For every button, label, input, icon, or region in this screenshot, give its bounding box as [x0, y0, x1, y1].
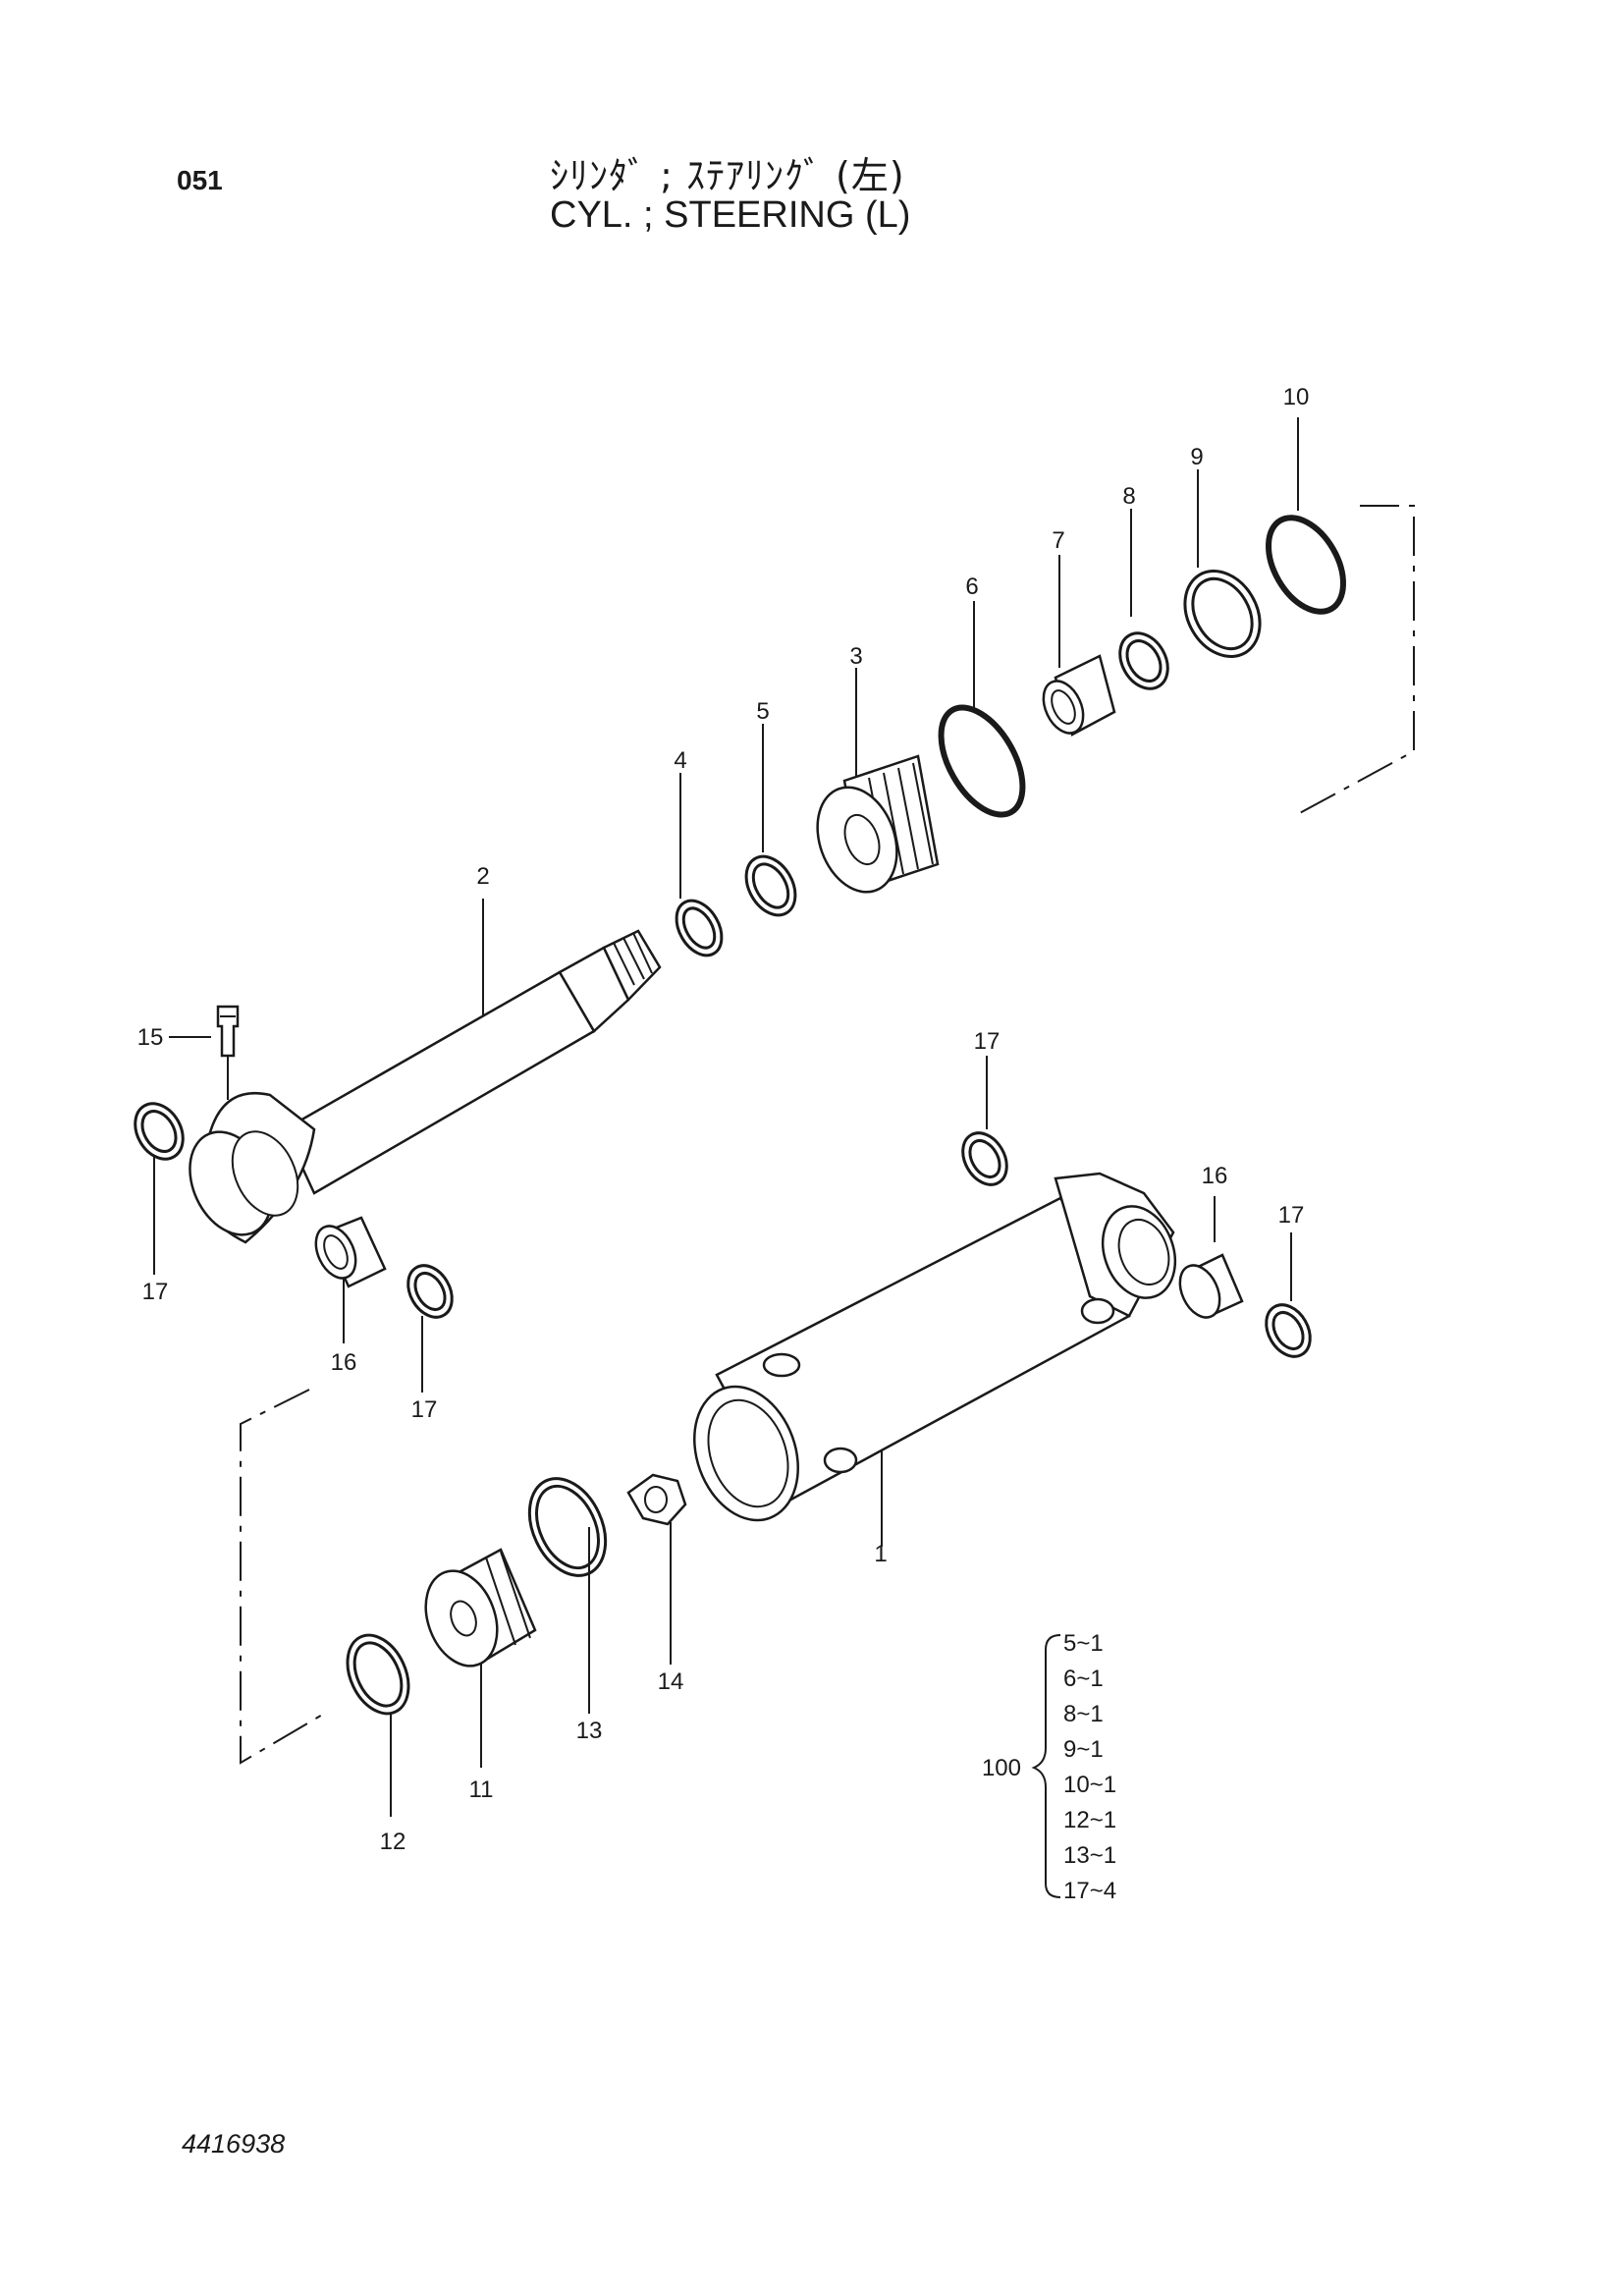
callout-10: 10 — [1283, 384, 1310, 410]
callout-17-lower-left: 17 — [411, 1396, 438, 1423]
part-5-ring — [744, 724, 797, 917]
part-16-bushing-right — [1178, 1196, 1244, 1319]
part-12-ring — [346, 1633, 410, 1817]
part-8-ring — [1118, 509, 1169, 690]
kit-item: 6~1 — [1063, 1666, 1104, 1692]
callout-9: 9 — [1190, 444, 1203, 470]
part-2-piston-rod — [189, 899, 662, 1244]
part-9-ring — [1183, 469, 1262, 659]
part-3-gland — [816, 668, 940, 894]
part-7-bushing — [1042, 555, 1116, 737]
part-17-ring-left — [134, 1102, 185, 1275]
kit-item: 12~1 — [1063, 1807, 1116, 1833]
callout-14: 14 — [658, 1668, 684, 1695]
kit-brace — [1031, 1634, 1061, 1898]
kit-number: 100 — [982, 1755, 1021, 1781]
part-6-o-ring — [938, 601, 1026, 818]
callout-2: 2 — [476, 863, 489, 890]
part-17-ring-lower-left — [406, 1264, 454, 1393]
callout-labels: 1 2 3 4 5 6 7 8 9 10 11 12 13 14 15 16 1… — [137, 384, 1310, 1855]
callout-11: 11 — [469, 1777, 494, 1803]
part-4-ring — [675, 773, 724, 957]
assembly-bracket-upper — [1295, 505, 1415, 816]
title-english: CYL. ; STEERING (L) — [550, 194, 911, 236]
callout-15: 15 — [137, 1024, 164, 1051]
callout-17-center: 17 — [974, 1028, 1001, 1055]
part-13-ring — [527, 1477, 608, 1714]
callout-8: 8 — [1122, 483, 1135, 510]
kit-item: 9~1 — [1063, 1736, 1104, 1763]
assembly-bracket-lower — [240, 1389, 325, 1765]
part-1-cylinder-tube — [693, 1172, 1177, 1547]
kit-item: 10~1 — [1063, 1772, 1116, 1798]
title-japanese: ｼﾘﾝﾀﾞ ; ｽﾃｱﾘﾝｸﾞ (左) — [550, 154, 905, 197]
part-17-ring-right — [1265, 1232, 1312, 1358]
part-16-bushing-left — [314, 1216, 387, 1343]
callout-3: 3 — [849, 643, 862, 670]
kit-item: 13~1 — [1063, 1842, 1116, 1869]
kit-item: 8~1 — [1063, 1701, 1104, 1727]
part-14-nut — [626, 1473, 687, 1665]
kit-item: 17~4 — [1063, 1878, 1116, 1904]
callout-16-left: 16 — [331, 1349, 357, 1376]
part-10-o-ring — [1266, 417, 1346, 615]
document-number: 4416938 — [182, 2129, 286, 2159]
callout-5: 5 — [756, 698, 769, 725]
callout-6: 6 — [965, 574, 978, 600]
callout-1: 1 — [874, 1541, 887, 1567]
callout-12: 12 — [380, 1829, 406, 1855]
callout-17-right: 17 — [1278, 1202, 1305, 1229]
callout-7: 7 — [1052, 527, 1064, 554]
kit-item: 5~1 — [1063, 1630, 1104, 1657]
part-15-grease-fitting — [169, 1005, 240, 1100]
callout-4: 4 — [674, 747, 686, 774]
callout-13: 13 — [576, 1718, 603, 1744]
part-11-piston — [424, 1548, 537, 1768]
callout-17-left: 17 — [142, 1279, 169, 1305]
kit-list: 100 5~1 6~1 8~1 9~1 10~1 12~1 13~1 17~4 — [982, 1630, 1116, 1904]
callout-16-right: 16 — [1202, 1163, 1228, 1189]
page-number: 051 — [177, 165, 223, 195]
part-17-ring-center — [961, 1056, 1008, 1186]
